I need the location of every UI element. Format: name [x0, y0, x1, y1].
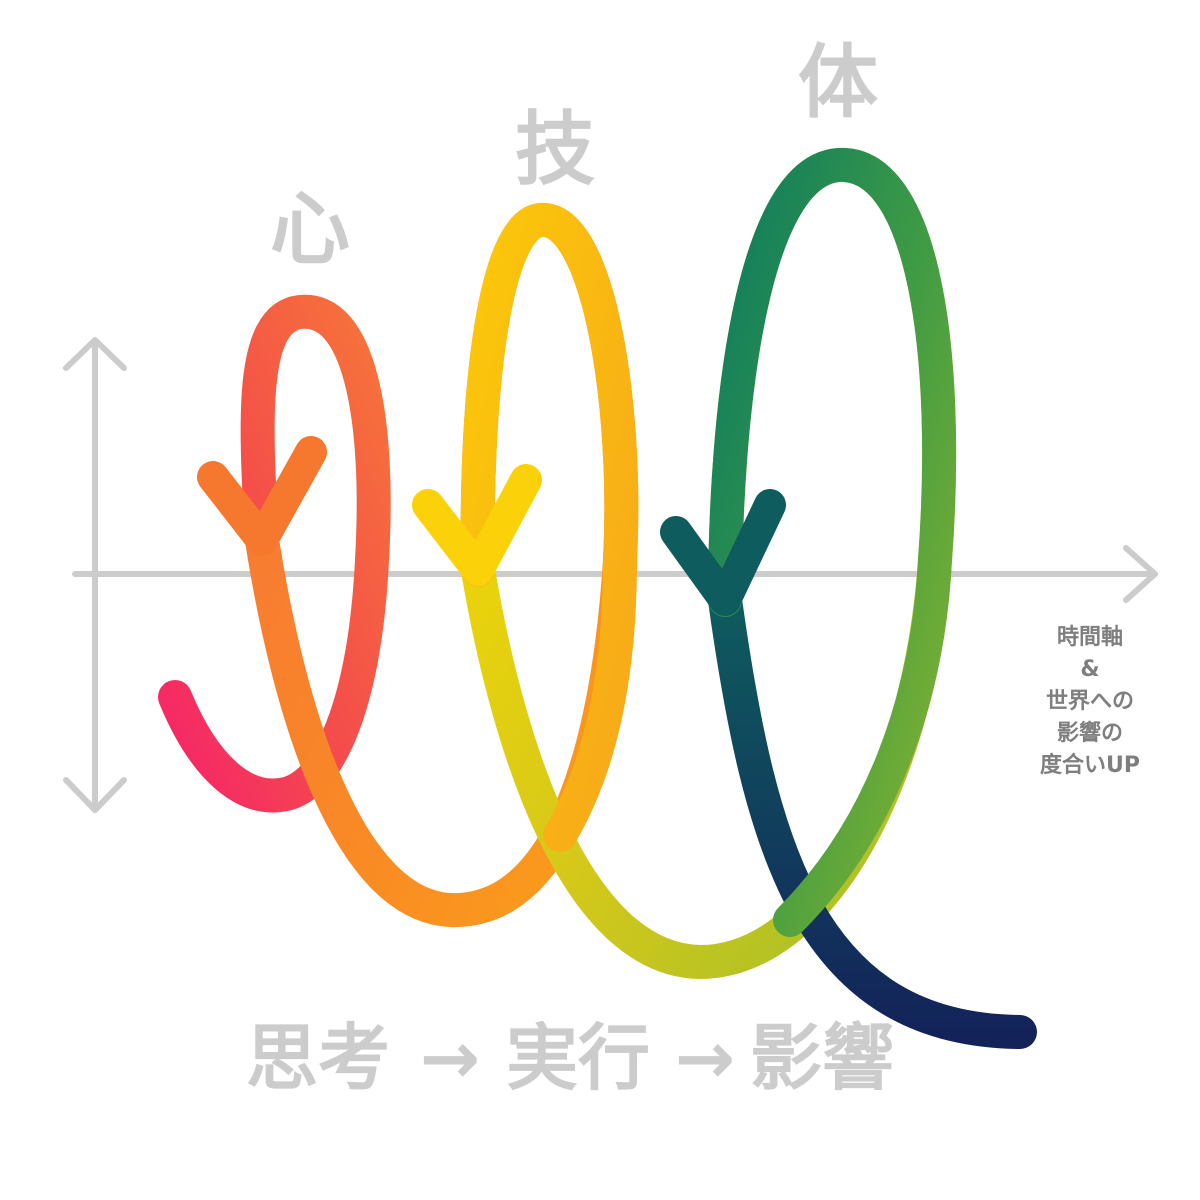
flow-arrow-1: → — [420, 1016, 480, 1100]
loop1-arrowhead-icon — [197, 436, 327, 556]
loop1-start-curve — [158, 294, 391, 813]
loop2-arrowhead-icon — [412, 464, 542, 586]
stage-label-body: 体 — [798, 36, 878, 129]
side-label-line: 度合いUP — [1040, 753, 1140, 778]
loop3-upper-arc — [708, 148, 957, 937]
loop3-arrowhead-icon — [660, 489, 786, 616]
direction-arrowheads — [197, 436, 786, 616]
side-label-line: 時間軸 — [1056, 625, 1123, 650]
side-label-line: & — [1080, 657, 1100, 682]
axis-side-label: 時間軸 & 世界への 影響の 度合いUP — [1020, 622, 1160, 782]
spiral — [158, 148, 1037, 1049]
vertical-axis-down-arrowhead — [63, 777, 127, 813]
side-label-line: 影響の — [1056, 721, 1123, 746]
stage-label-heart: 心 — [270, 183, 350, 276]
flow-step-execution: 実行 — [506, 1016, 650, 1100]
flow-arrow-2: → — [675, 1016, 735, 1100]
side-label-line: 世界への — [1045, 689, 1134, 714]
horizontal-axis-arrowhead — [1123, 545, 1158, 603]
stage-label-skill: 技 — [515, 103, 595, 196]
flow-step-influence: 影響 — [750, 1016, 894, 1100]
bottom-flow: 思考 → 実行 → 影響 — [246, 1016, 894, 1100]
flow-step-thinking: 思考 — [246, 1016, 390, 1100]
loop2-upper-arc — [460, 203, 639, 852]
vertical-axis-up-arrowhead — [63, 337, 127, 371]
